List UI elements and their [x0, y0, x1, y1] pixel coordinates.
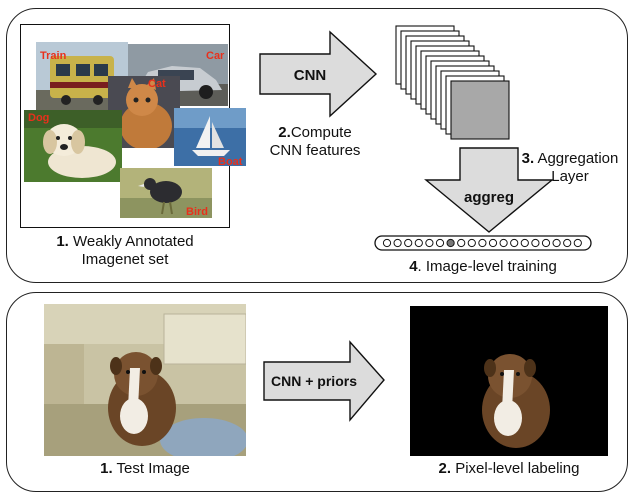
- feature-map-stack: [395, 25, 510, 140]
- label-boat: Boat: [218, 156, 243, 168]
- vector-element: [404, 238, 413, 248]
- training-panel: [6, 8, 628, 283]
- vector-element: [382, 238, 392, 248]
- feature-map-layer: [450, 80, 510, 140]
- label-train: Train: [40, 50, 67, 62]
- cnn-arrow-label: CNN: [294, 67, 327, 84]
- vector-element: [499, 238, 508, 248]
- label-car: Car: [206, 50, 225, 62]
- vector-element: [425, 238, 434, 248]
- vector-element: [435, 238, 445, 248]
- pixel-labeling-image: [410, 306, 608, 456]
- vector-element: [541, 238, 551, 248]
- vector-element: [446, 238, 455, 248]
- image-level-vector: [374, 235, 592, 251]
- dog-photo: [24, 110, 122, 182]
- vector-element: [478, 238, 487, 248]
- vector-element: [393, 238, 402, 248]
- vector-element: [531, 238, 540, 248]
- label-cat: Cat: [148, 78, 166, 90]
- boat-photo: [174, 108, 246, 166]
- test-image: [44, 304, 246, 456]
- cnn-priors-arrow: CNN + priors: [263, 340, 385, 422]
- label-dog: Dog: [28, 112, 50, 124]
- vector-element: [467, 238, 476, 248]
- step4-caption: 4. Image-level training: [409, 258, 557, 275]
- vector-element: [414, 238, 423, 248]
- cnn-priors-label: CNN + priors: [271, 373, 357, 389]
- vector-element: [563, 238, 572, 248]
- test-image-caption: 1. Test Image: [100, 460, 190, 477]
- aggreg-arrow-label: aggreg: [464, 189, 514, 206]
- step3-caption: 3. Aggregation Layer: [521, 150, 619, 185]
- aggreg-arrow: aggreg: [424, 147, 554, 233]
- step2-caption: 2.Compute CNN features: [269, 124, 361, 159]
- cnn-arrow: CNN: [259, 30, 378, 118]
- bird-photo: [120, 168, 212, 218]
- label-bird: Bird: [186, 206, 208, 218]
- vector-element: [552, 238, 561, 248]
- vector-element: [510, 238, 519, 248]
- vector-element: [520, 238, 529, 248]
- pixel-labeling-caption: 2. Pixel-level labeling: [438, 460, 580, 477]
- vector-element: [488, 238, 498, 248]
- vector-element: [457, 238, 466, 248]
- step1-caption: 1. Weakly Annotated Imagenet set: [56, 233, 194, 268]
- vector-element: [573, 238, 582, 248]
